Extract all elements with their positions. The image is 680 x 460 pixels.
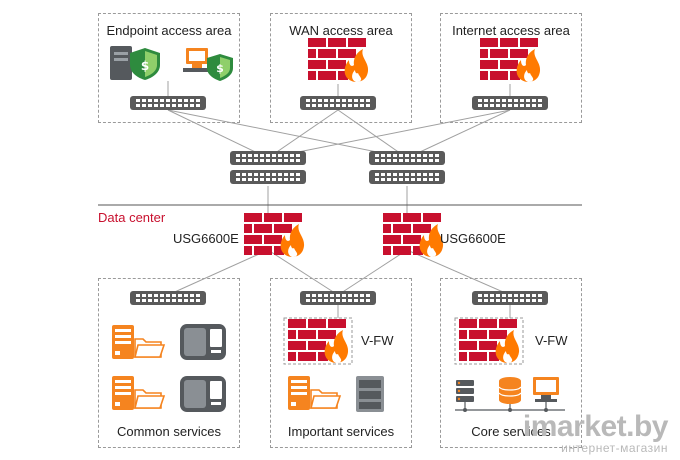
watermark: imarket.by интернет-магазин — [522, 410, 669, 455]
endpoint-switch-icon — [130, 96, 206, 110]
core-switch-right-icon — [369, 151, 445, 184]
important-server-icon — [288, 376, 310, 410]
common-folder-icon — [134, 389, 165, 409]
core-pc-icon — [533, 377, 559, 402]
wan-switch-icon — [300, 96, 376, 110]
wan-firewall-icon — [308, 38, 369, 82]
endpoint-pc-shield-icon: $ — [110, 46, 160, 80]
core-vfw-box — [454, 317, 524, 365]
common-server-icon — [112, 325, 134, 359]
wan-access-area: WAN access area — [270, 13, 412, 123]
important-vfw-box — [283, 317, 353, 365]
connection-lines — [167, 81, 511, 318]
core-switch-left-icon — [230, 151, 306, 184]
common-terminal-icon — [180, 376, 226, 412]
important-switch-icon — [300, 291, 376, 305]
endpoint-area-title: Endpoint access area — [106, 23, 232, 38]
common-services-area: Common services — [98, 278, 240, 448]
core-database-icon — [498, 377, 522, 404]
core-services-title: Core services — [471, 424, 551, 439]
core-services-area: Core services — [440, 278, 582, 448]
usg-firewall-left-label: USG6600E — [173, 231, 239, 246]
core-switch-icon — [472, 291, 548, 305]
common-switch-icon — [130, 291, 206, 305]
core-vfw-label: V-FW — [535, 333, 568, 348]
common-terminal-icon — [180, 324, 226, 360]
watermark-tagline: интернет-магазин — [561, 441, 668, 455]
important-folder-icon — [310, 389, 341, 409]
core-server-rack-icon — [456, 380, 474, 402]
endpoint-access-area: Endpoint access area — [98, 13, 240, 123]
endpoint-laptop-shield-icon: $ — [183, 48, 233, 81]
wan-area-title: WAN access area — [289, 23, 393, 38]
usg-firewall-right-icon — [383, 213, 444, 257]
important-storage-icon — [356, 376, 384, 412]
important-vfw-label: V-FW — [361, 333, 394, 348]
data-center-label: Data center — [98, 210, 166, 225]
common-services-title: Common services — [116, 424, 222, 439]
watermark-brand: imarket.by — [522, 410, 669, 443]
important-services-area: Important services — [270, 278, 412, 448]
important-vfw-firewall-icon — [288, 319, 349, 363]
internet-access-area: Internet access area — [440, 13, 582, 123]
svg-text:$: $ — [141, 59, 149, 73]
internet-firewall-icon — [480, 38, 541, 82]
common-server-icon — [112, 376, 134, 410]
core-vfw-firewall-icon — [459, 319, 520, 363]
usg-firewall-left-icon — [244, 213, 305, 257]
usg-firewall-right-label: USG6600E — [440, 231, 506, 246]
svg-text:$: $ — [216, 62, 224, 75]
common-folder-icon — [134, 338, 165, 358]
internet-switch-icon — [472, 96, 548, 110]
internet-area-title: Internet access area — [452, 23, 570, 38]
important-services-title: Important services — [287, 424, 395, 439]
